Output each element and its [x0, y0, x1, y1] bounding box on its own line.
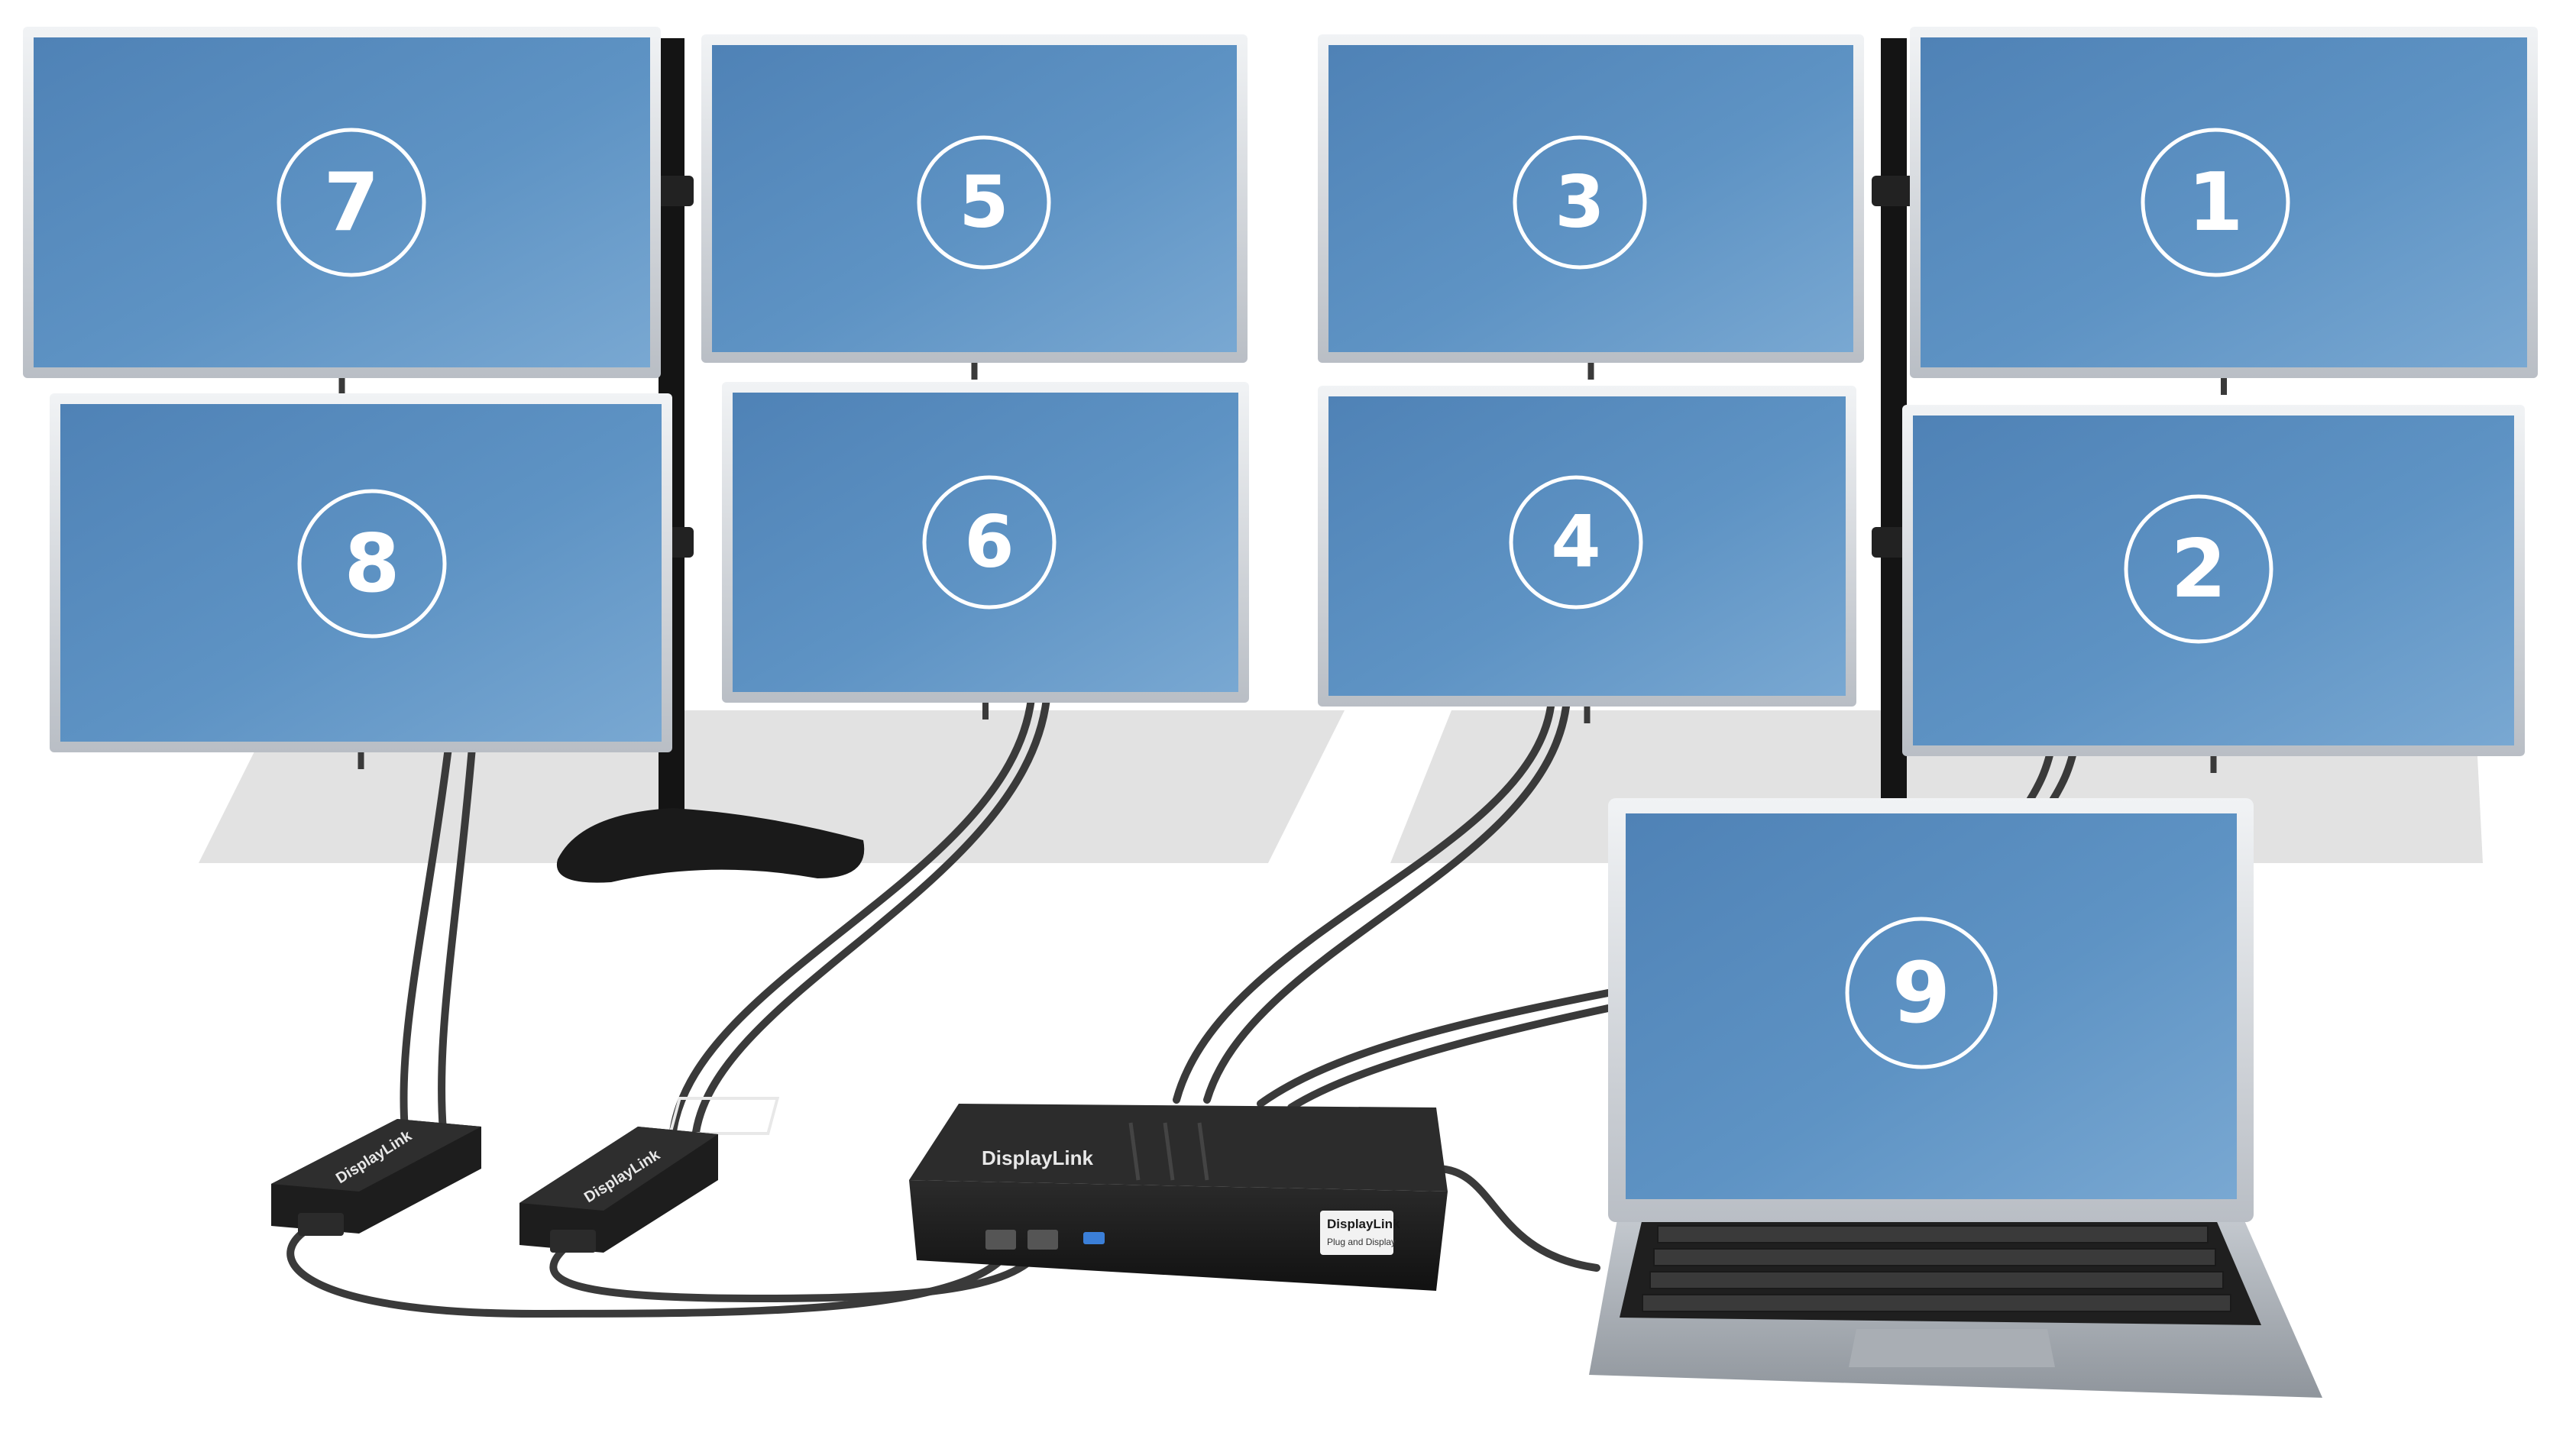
- dock-brand-top: DisplayLink: [982, 1146, 1093, 1169]
- monitor-4-mount: [1584, 707, 1591, 723]
- monitor-3-number-circle: [1513, 135, 1647, 270]
- monitor-1-screen: [1921, 37, 2527, 367]
- dock-logo-icon: [668, 1097, 780, 1135]
- monitor-7-number-label: 7: [323, 156, 379, 249]
- displaylink-adapter-1: DisplayLink: [271, 1119, 481, 1236]
- monitor-6-mount: [982, 703, 989, 720]
- monitor-3-mount: [1587, 363, 1594, 380]
- laptop-number-label: 9: [1892, 944, 1951, 1042]
- displaylink-dock: DisplayLink DisplayLink Plug and Display: [668, 1097, 1448, 1291]
- monitor-4-number-circle: [1509, 475, 1643, 610]
- laptop: 9: [1589, 798, 2322, 1398]
- monitor-5-screen: [712, 45, 1237, 352]
- monitor-8-screen: [60, 404, 662, 742]
- monitor-8: 8: [50, 393, 672, 769]
- monitor-8-mount: [358, 752, 364, 769]
- monitor-2-mount: [2210, 756, 2217, 773]
- dock-usb-port: [1083, 1232, 1105, 1244]
- monitor-2: 2: [1902, 405, 2525, 773]
- dock-badge-brand: DisplayLink: [1327, 1217, 1400, 1231]
- laptop-screen: [1626, 813, 2237, 1199]
- monitor-3-number-label: 3: [1555, 161, 1604, 244]
- adapter-to-dock-cables: [286, 1218, 1050, 1318]
- monitor-6-number-label: 6: [964, 501, 1014, 584]
- monitor-1: 1: [1910, 27, 2538, 395]
- monitor-7-screen: [34, 37, 650, 367]
- monitor-1-number-label: 1: [2187, 156, 2243, 249]
- monitor-5: 5: [701, 34, 1248, 380]
- displaylink-adapter-2: DisplayLink: [519, 1127, 718, 1253]
- dock-badge-sub: Plug and Display: [1327, 1237, 1396, 1247]
- monitor-5-number-label: 5: [959, 161, 1008, 244]
- adapter-1-plug: [298, 1213, 344, 1236]
- monitor-2-number-label: 2: [2170, 522, 2226, 616]
- monitor-1-number-circle: [2141, 128, 2290, 277]
- monitor-3: 3: [1318, 34, 1864, 380]
- monitor-7-mount: [338, 378, 345, 395]
- monitor-6-screen: [733, 393, 1238, 692]
- laptop-number-circle: [1845, 917, 1998, 1069]
- monitor-2-screen: [1913, 416, 2514, 745]
- monitor-2-number-circle: [2124, 494, 2273, 644]
- monitor-6-number-circle: [922, 475, 1057, 610]
- monitor-8-number-label: 8: [344, 517, 400, 610]
- monitor-4-screen: [1328, 396, 1846, 696]
- monitor-6: 6: [722, 382, 1249, 720]
- monitor-5-number-circle: [917, 135, 1051, 270]
- dock-port-2: [1027, 1230, 1058, 1250]
- laptop-keyboard: [1642, 1225, 2231, 1312]
- monitor-3-screen: [1328, 45, 1853, 352]
- adapter-2-plug: [550, 1230, 596, 1253]
- dock-badge: [1320, 1211, 1393, 1255]
- monitor-7-number-circle: [277, 128, 426, 277]
- dock-port-1: [985, 1230, 1016, 1250]
- monitor-4-number-label: 4: [1551, 501, 1600, 584]
- monitor-1-mount: [2221, 378, 2227, 395]
- monitor-7: 7: [23, 27, 661, 395]
- monitor-8-number-circle: [297, 489, 447, 639]
- monitor-5-mount: [971, 363, 978, 380]
- monitor-4: 4: [1318, 386, 1856, 723]
